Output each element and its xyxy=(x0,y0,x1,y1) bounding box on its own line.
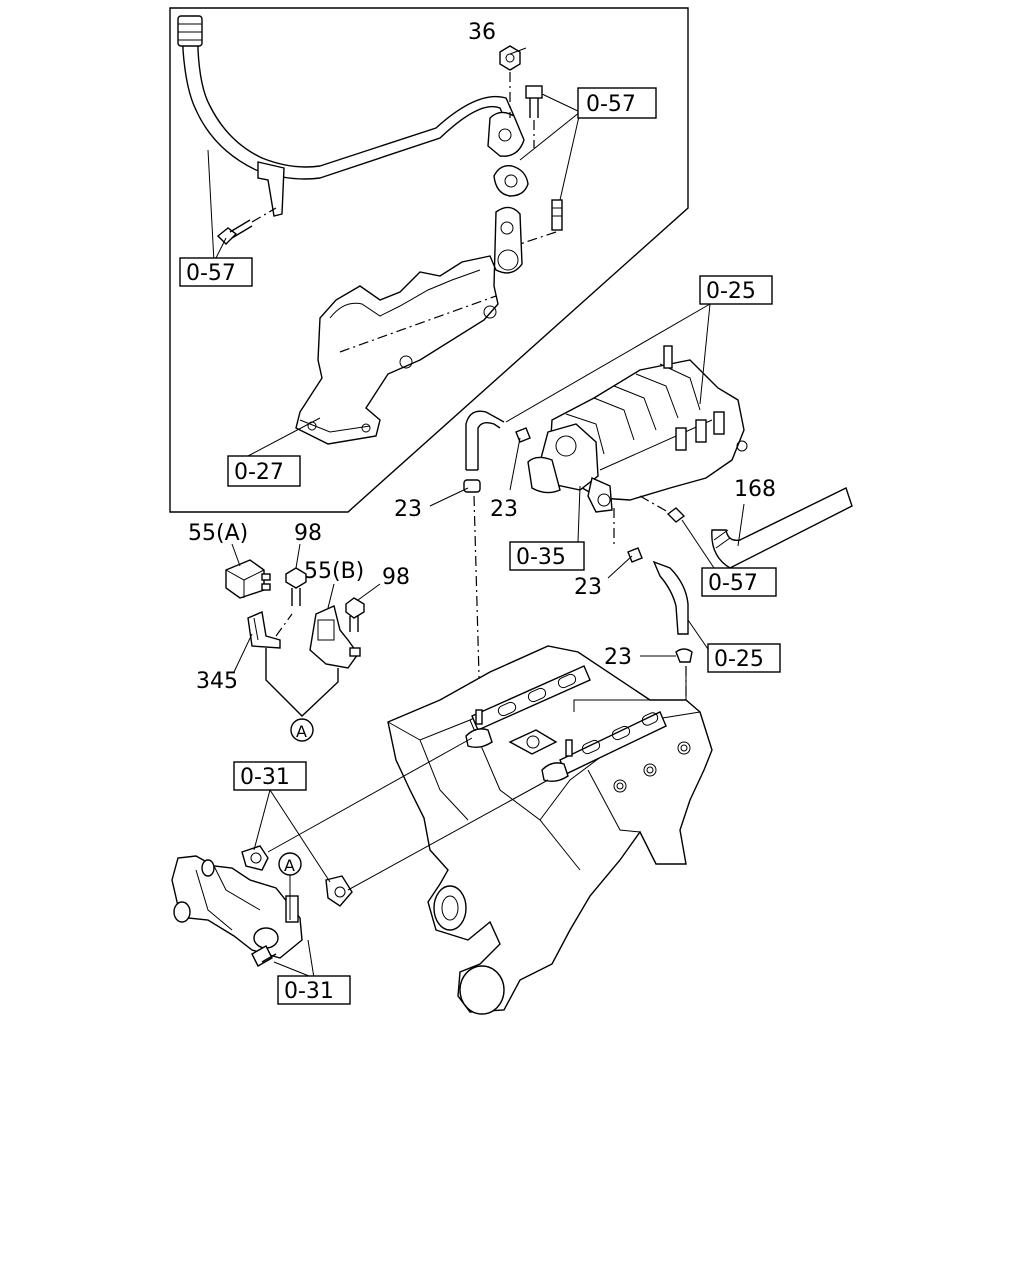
callout-025-b: 0-25 xyxy=(714,647,764,672)
connector-a-label-2: A xyxy=(284,856,295,875)
callout-box-031-b xyxy=(277,975,351,1005)
callout-23-c: 23 xyxy=(574,575,602,600)
engine-block xyxy=(387,645,713,1015)
phantom-line-2 xyxy=(347,779,549,891)
gasket-icon xyxy=(493,165,529,197)
callout-168: 168 xyxy=(734,477,776,502)
callout-027: 0-27 xyxy=(234,460,284,485)
bolt-98-b-icon xyxy=(345,597,365,632)
callout-55a: 55(A) xyxy=(188,521,248,546)
callout-035: 0-35 xyxy=(516,545,566,570)
phantom-line-1 xyxy=(267,737,473,853)
callout-98-a: 98 xyxy=(294,521,322,546)
leader-031-top xyxy=(253,789,331,883)
outlet-gasket-b xyxy=(325,875,353,907)
connector-a-circle-1 xyxy=(290,718,314,742)
vsv-valve-a xyxy=(225,559,271,599)
callout-36: 36 xyxy=(468,20,496,45)
connector-a-circle-2 xyxy=(278,852,302,876)
bolt-icon xyxy=(216,207,277,245)
callout-025-a: 0-25 xyxy=(706,279,756,304)
vsv-valve-b xyxy=(309,605,361,669)
inset-frame xyxy=(169,7,689,513)
callout-23-a: 23 xyxy=(394,497,422,522)
connector-a-label-1: A xyxy=(296,722,307,741)
callout-345: 345 xyxy=(196,669,238,694)
stud-bolt-icon xyxy=(525,85,543,148)
intake-manifold xyxy=(527,345,748,513)
leader-025-engine xyxy=(573,672,687,712)
callout-box-025-b xyxy=(707,643,781,673)
vacuum-hose-right xyxy=(613,508,693,700)
callout-98-b: 98 xyxy=(382,565,410,590)
water-outlet-housing xyxy=(171,855,303,967)
callout-057-a: 0-57 xyxy=(586,92,636,117)
nut-icon xyxy=(499,45,521,118)
hose-168 xyxy=(639,487,853,569)
bolt-98-a-icon xyxy=(285,567,307,606)
callout-057-b: 0-57 xyxy=(186,261,236,286)
callout-23-d: 23 xyxy=(604,645,632,670)
bracket-345 xyxy=(247,611,293,649)
callout-031-b: 0-31 xyxy=(284,979,334,1004)
callout-23-b: 23 xyxy=(490,497,518,522)
leader-lines xyxy=(207,47,745,882)
callout-55b: 55(B) xyxy=(304,559,364,584)
connector-a-lines xyxy=(265,648,339,717)
callout-box-027 xyxy=(227,455,301,487)
egr-pipe xyxy=(177,15,525,217)
callout-057-c: 0-57 xyxy=(708,571,758,596)
stud-icon xyxy=(519,199,563,245)
callout-box-035 xyxy=(509,541,585,571)
callout-box-031-a xyxy=(233,761,307,791)
callout-031-a: 0-31 xyxy=(240,765,290,790)
exhaust-adapter xyxy=(295,206,523,445)
vacuum-hose-left xyxy=(463,410,531,713)
outlet-gasket-a xyxy=(241,845,269,871)
callout-box-057-a xyxy=(577,87,657,119)
callout-box-057-c xyxy=(701,567,777,597)
callout-box-025-a xyxy=(699,275,773,305)
callout-box-057-b xyxy=(179,257,253,287)
